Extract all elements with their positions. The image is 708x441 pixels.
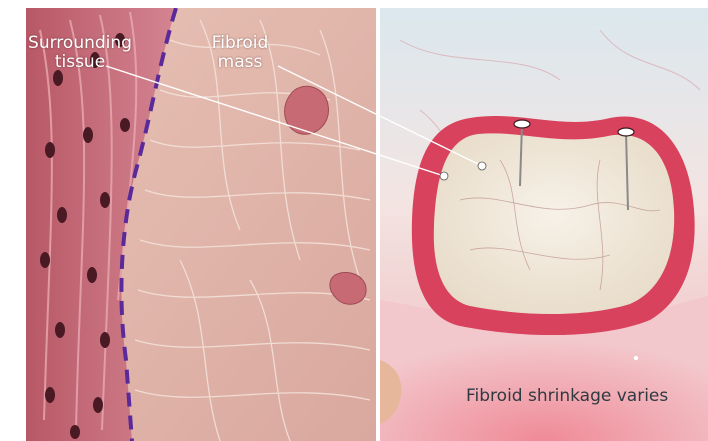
tissue-closeup-panel xyxy=(26,8,376,441)
panel-divider xyxy=(376,8,380,441)
fibroid-overview-panel xyxy=(380,8,708,441)
surrounding-tissue-label-line2: tissue xyxy=(22,53,138,72)
pointer-dot-fibroid xyxy=(478,162,486,170)
surrounding-tissue-label-line1: Surrounding xyxy=(22,34,138,53)
fibroid-mass-label-line1: Fibroid xyxy=(208,34,272,53)
fibroid-mass-label-line2: mass xyxy=(208,53,272,72)
fibroid-mass-label: Fibroid mass xyxy=(208,34,272,72)
surrounding-tissue-label: Surrounding tissue xyxy=(22,34,138,72)
caption: Fibroid shrinkage varies xyxy=(466,386,668,406)
pointer-dot-surrounding xyxy=(440,172,448,180)
